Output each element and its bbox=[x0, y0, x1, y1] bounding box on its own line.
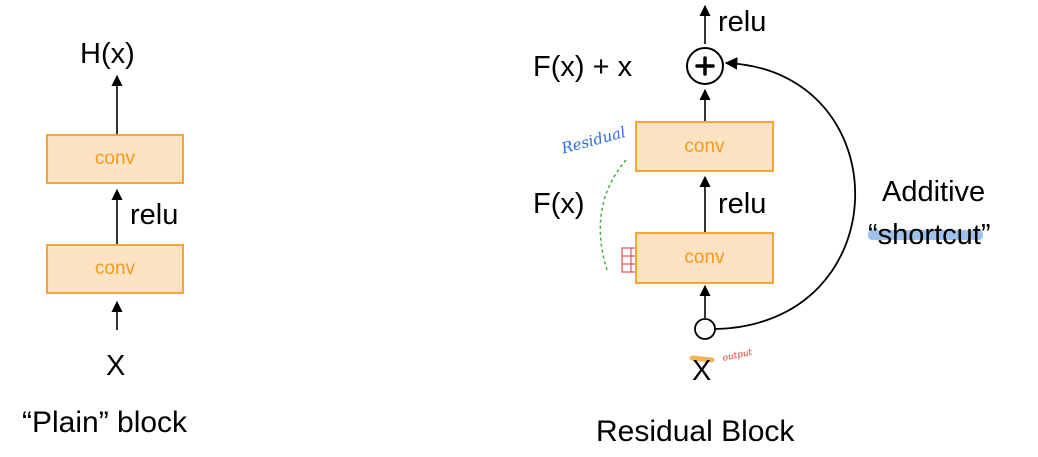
residual-bracket-annotation bbox=[599, 159, 627, 271]
sum-label: F(x) + x bbox=[533, 51, 633, 83]
plain-input-label: X bbox=[106, 350, 126, 382]
fx-label: F(x) bbox=[533, 188, 585, 220]
res-input-label: X bbox=[692, 355, 712, 387]
plain-output-label: H(x) bbox=[80, 38, 135, 70]
shortcut-label-line2: “shortcut” bbox=[868, 219, 991, 251]
plain-bottom-conv-label: conv bbox=[94, 258, 136, 279]
res-bottom-conv-box: conv bbox=[635, 232, 774, 284]
plain-top-conv-label: conv bbox=[94, 148, 136, 169]
plain-caption: “Plain” block bbox=[22, 406, 188, 439]
plain-top-conv-box: conv bbox=[46, 134, 184, 184]
plain-relu-label: relu bbox=[130, 199, 179, 231]
shortcut-label-line1: Additive bbox=[882, 176, 986, 208]
res-top-conv-label: conv bbox=[684, 135, 725, 157]
shortcut-highlight bbox=[868, 230, 983, 240]
res-relu-mid-label: relu bbox=[718, 188, 767, 220]
plus-icon bbox=[695, 56, 715, 76]
x-highlight-mark bbox=[689, 355, 715, 363]
shortcut-arrow bbox=[714, 57, 856, 330]
plain-bottom-conv-box: conv bbox=[46, 244, 184, 294]
res-top-conv-box: conv bbox=[635, 121, 774, 172]
split-node bbox=[694, 318, 716, 340]
res-relu-top-label: relu bbox=[718, 6, 767, 38]
residual-caption: Residual Block bbox=[596, 415, 795, 448]
res-bottom-conv-label: conv bbox=[684, 247, 725, 268]
